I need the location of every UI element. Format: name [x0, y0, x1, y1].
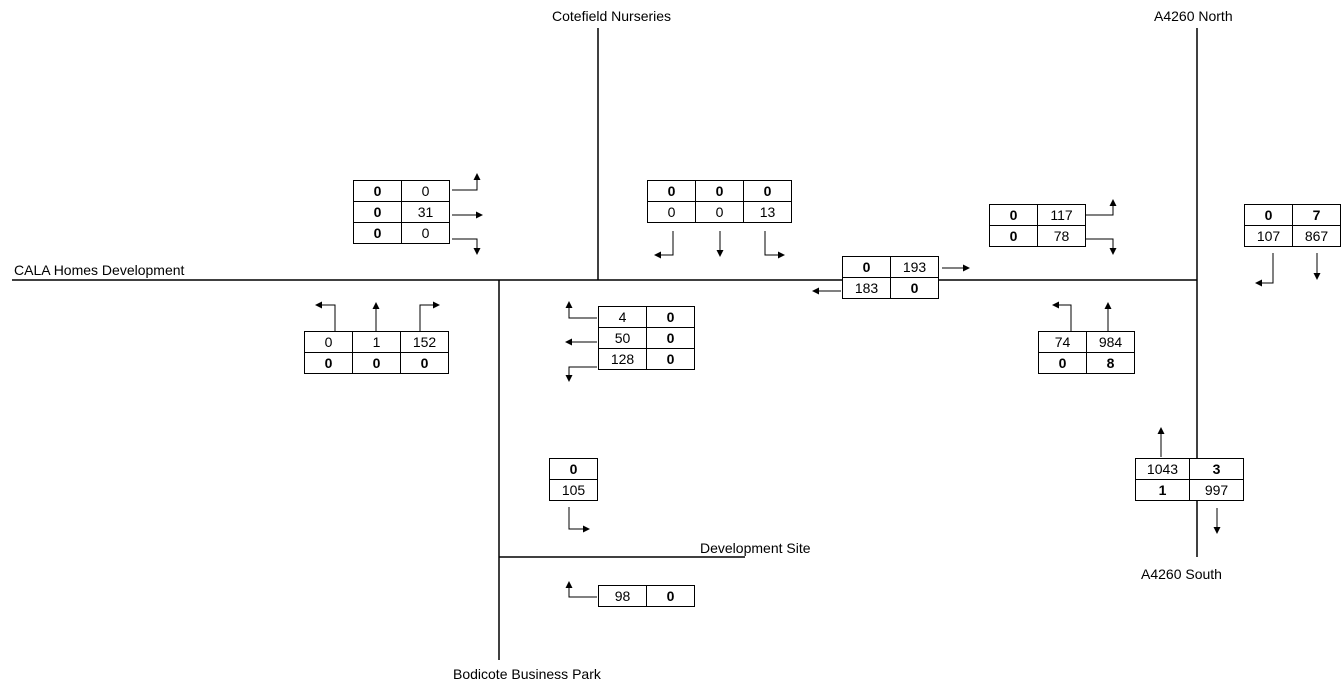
- arrow-icon: [1086, 238, 1117, 255]
- flow-cell: 128: [598, 348, 647, 370]
- flow-cell: 0: [743, 180, 792, 202]
- label-cotefield-nurseries: Cotefield Nurseries: [552, 8, 672, 24]
- flow-arrows: [315, 173, 1321, 598]
- flow-cell: 74: [1038, 331, 1087, 353]
- flow-cell: 997: [1189, 479, 1244, 501]
- flow-cell: 31: [401, 201, 450, 223]
- flow-cell: 13: [743, 201, 792, 223]
- label-cala-homes-development: CALA Homes Development: [14, 262, 185, 278]
- flow-cell: 0: [646, 348, 695, 370]
- flow-cell: 117: [1037, 204, 1086, 226]
- flow-cell: 0: [353, 201, 402, 223]
- arrow-icon: [1086, 199, 1117, 216]
- flow-cell: 78: [1037, 225, 1086, 247]
- flow-cell: 0: [353, 222, 402, 244]
- flow-cell: 0: [401, 180, 450, 202]
- flow-cell: 0: [1244, 204, 1293, 226]
- label-a4260-south: A4260 South: [1141, 566, 1222, 582]
- flow-cell: 1043: [1135, 458, 1190, 480]
- arrow-icon: [419, 301, 440, 331]
- flow-cell: 0: [400, 352, 449, 374]
- flow-cell: 984: [1086, 331, 1135, 353]
- flow-cell: 867: [1292, 225, 1341, 247]
- flow-cell: 0: [842, 256, 891, 278]
- flow-cell: 0: [304, 352, 353, 374]
- flow-cell: 0: [353, 180, 402, 202]
- flow-cell: 98: [598, 585, 647, 607]
- arrow-icon: [565, 581, 597, 598]
- label-development-site: Development Site: [700, 540, 811, 556]
- arrow-icon: [452, 238, 481, 255]
- flow-cell: 0: [401, 222, 450, 244]
- flow-cell: 3: [1189, 458, 1244, 480]
- flow-cell: 0: [646, 306, 695, 328]
- label-bodicote-business-park: Bodicote Business Park: [453, 666, 601, 682]
- arrow-icon: [654, 231, 674, 259]
- flow-cell: 8: [1086, 352, 1135, 374]
- flow-cell: 0: [352, 352, 401, 374]
- flow-cell: 0: [647, 201, 696, 223]
- flow-box-development-site: 0 105: [549, 458, 598, 501]
- flow-cell: 0: [890, 277, 939, 299]
- arrow-icon: [452, 173, 481, 191]
- flow-cell: 105: [549, 479, 598, 501]
- flow-cell: 193: [890, 256, 939, 278]
- arrow-icon: [1255, 253, 1274, 287]
- flow-cell: 0: [989, 225, 1038, 247]
- flow-cell: 0: [549, 458, 598, 480]
- flow-cell: 0: [695, 180, 744, 202]
- arrow-icon: [315, 301, 336, 331]
- flow-cell: 183: [842, 277, 891, 299]
- arrow-icon: [764, 231, 785, 259]
- flow-cell: 1: [1135, 479, 1190, 501]
- flow-cell: 107: [1244, 225, 1293, 247]
- flow-cell: 152: [400, 331, 449, 353]
- flow-cell: 50: [598, 327, 647, 349]
- flow-cell: 0: [304, 331, 353, 353]
- arrow-icon: [565, 366, 597, 382]
- flow-cell: 0: [695, 201, 744, 223]
- flow-cell: 4: [598, 306, 647, 328]
- flow-cell: 0: [647, 180, 696, 202]
- arrow-icon: [1052, 301, 1072, 331]
- label-a4260-north: A4260 North: [1154, 8, 1233, 24]
- flow-cell: 0: [1038, 352, 1087, 374]
- flow-cell: 0: [646, 585, 695, 607]
- flow-cell: 0: [646, 327, 695, 349]
- flow-cell: 0: [989, 204, 1038, 226]
- arrow-icon: [565, 301, 597, 319]
- arrow-icon: [568, 507, 590, 533]
- flow-cell: 1: [352, 331, 401, 353]
- flow-cell: 7: [1292, 204, 1341, 226]
